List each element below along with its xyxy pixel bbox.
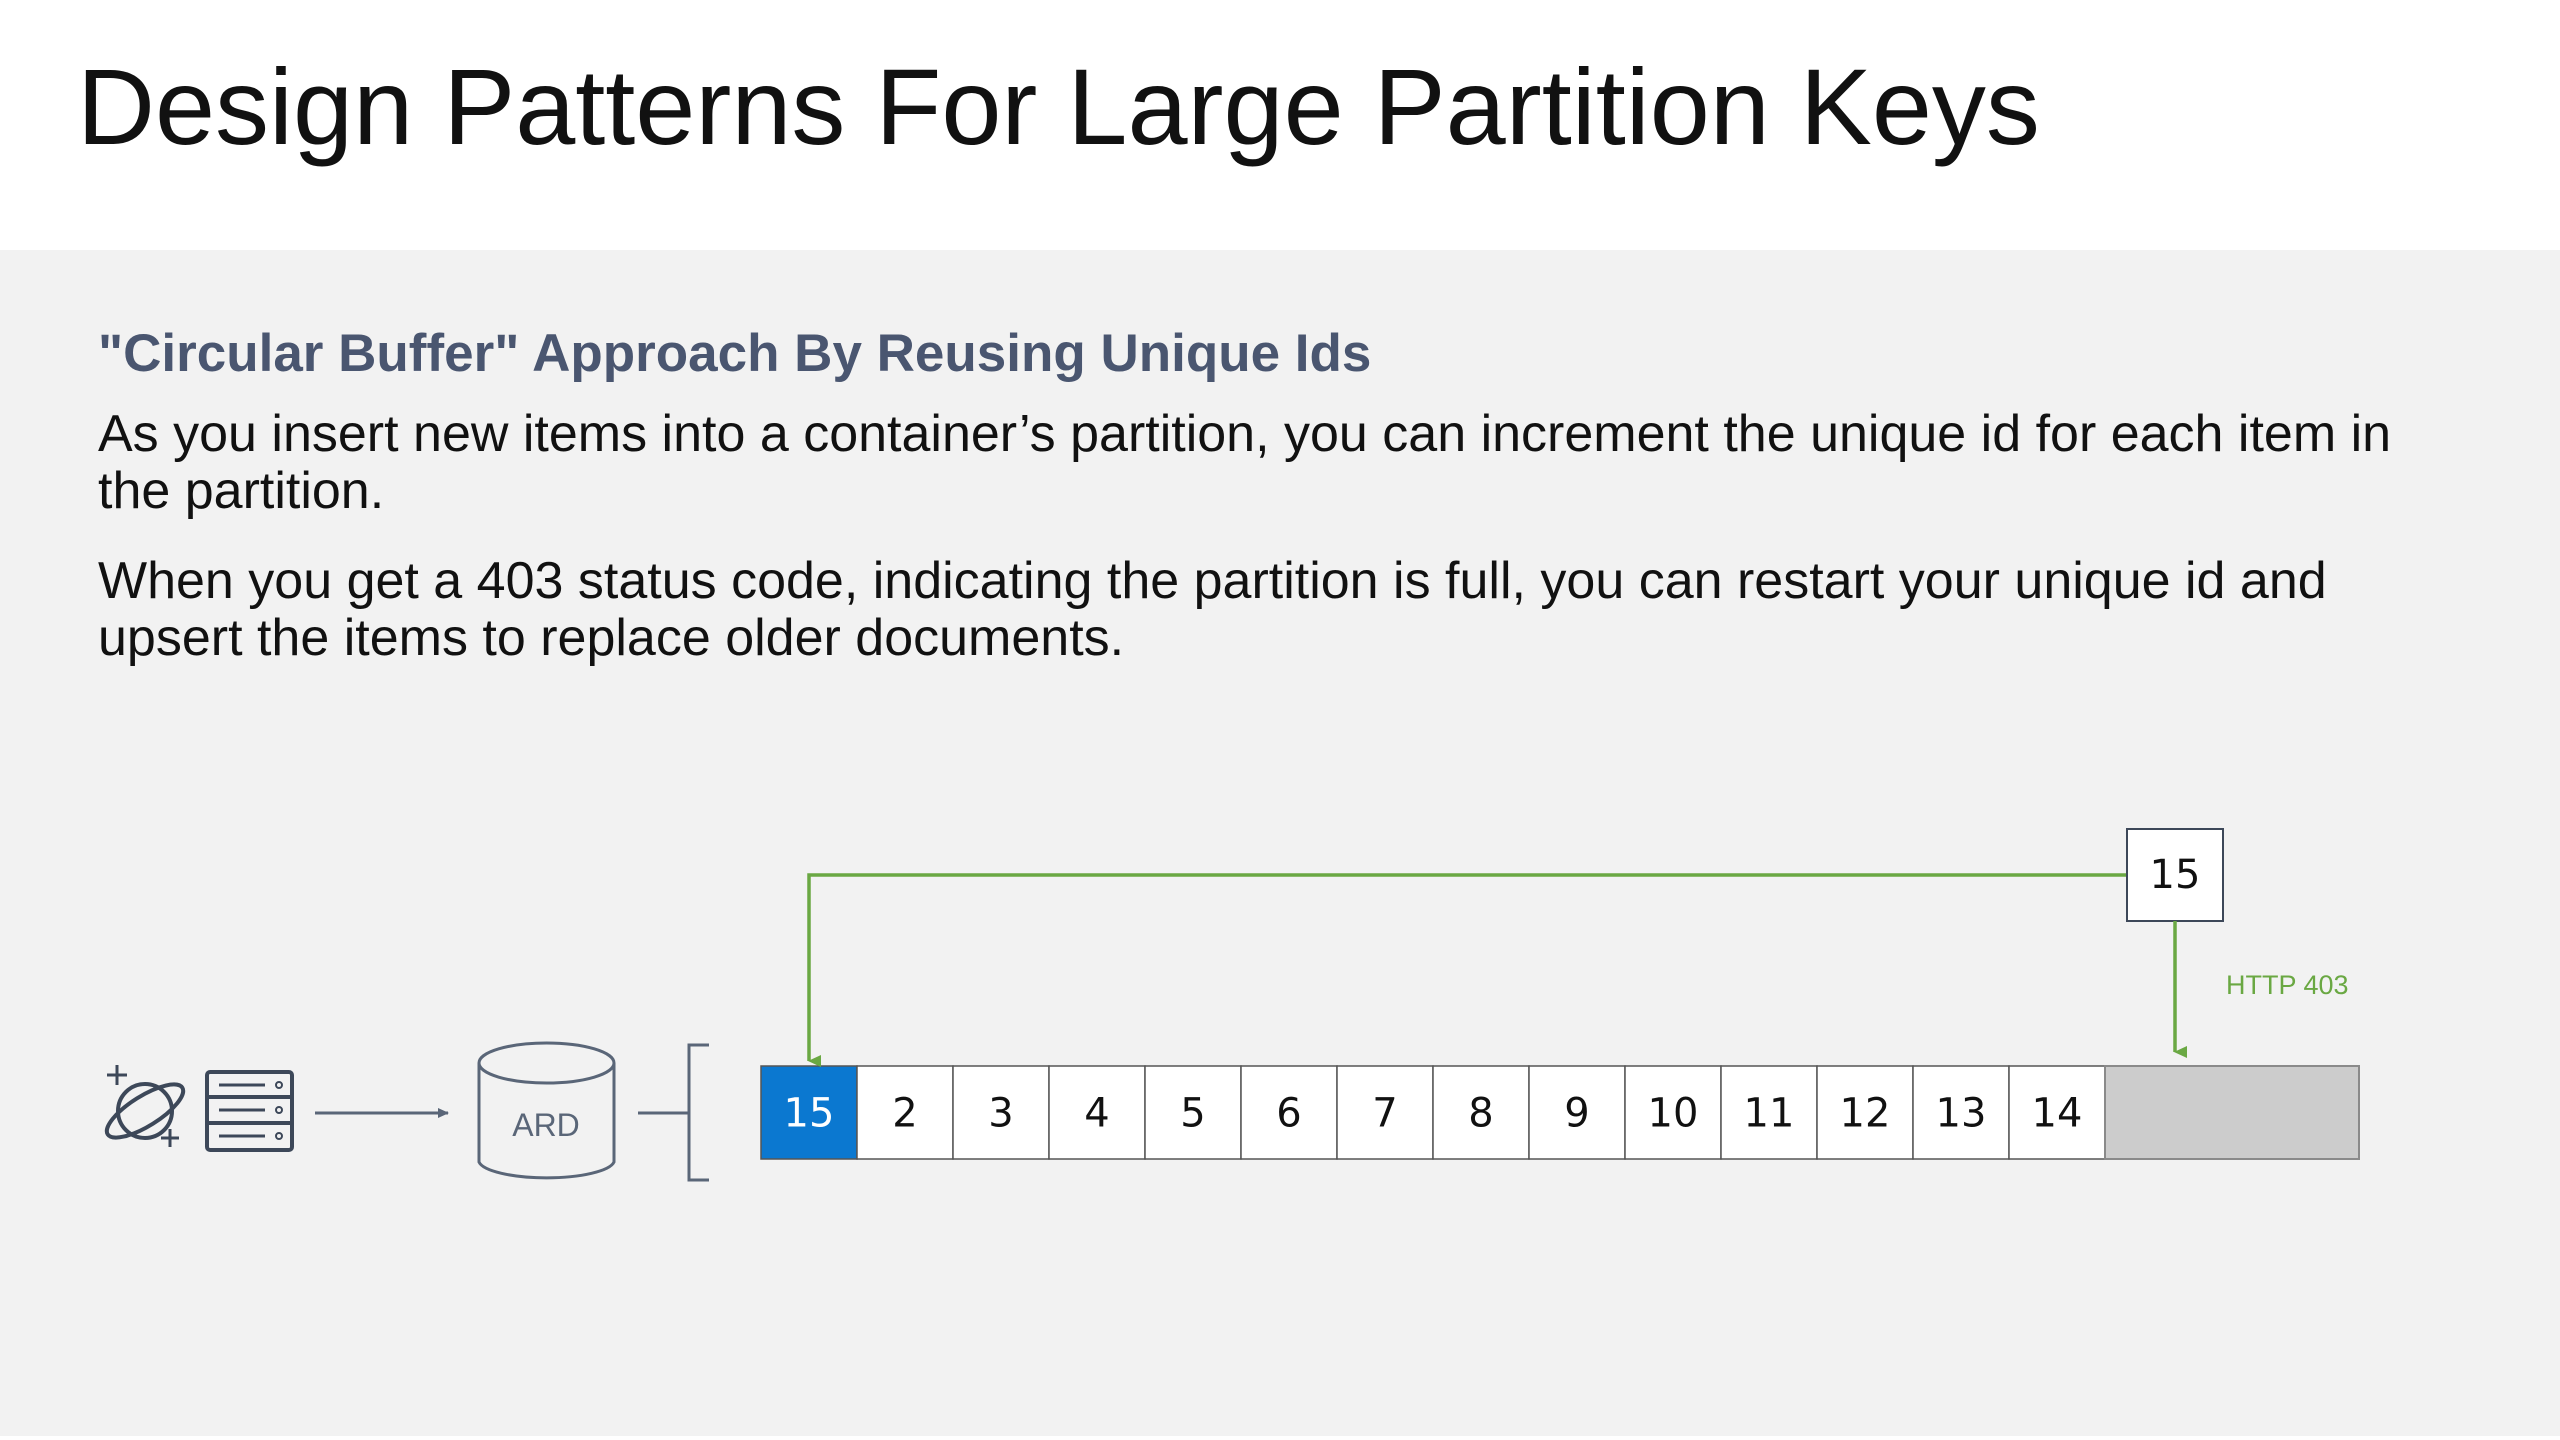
incoming-item-box xyxy=(2126,828,2224,922)
partition-cell xyxy=(1528,1065,1626,1160)
partition-cell-highlighted xyxy=(760,1065,858,1160)
partition-cell-label: 11 xyxy=(1744,1091,1795,1137)
reuse-id-arrow xyxy=(807,873,2127,1067)
partition-bracket xyxy=(687,1043,709,1182)
paragraph-increment-id: As you insert new items into a container… xyxy=(98,405,2392,520)
partition-cell-label: 6 xyxy=(1276,1091,1301,1137)
partition-cell-label: 7 xyxy=(1372,1091,1397,1137)
paragraph-403-restart: When you get a 403 status code, indicati… xyxy=(98,552,2327,667)
partition-cell-label: 12 xyxy=(1840,1091,1891,1137)
partition-cells: 15 2 3 4 5 6 7 8 9 10 11 12 13 14 xyxy=(760,1065,2106,1160)
partition-cell-label: 9 xyxy=(1564,1091,1589,1137)
cosmos-planet-icon xyxy=(104,1065,186,1147)
partition-cell-label: 2 xyxy=(892,1091,917,1137)
database-label: ARD xyxy=(512,1107,580,1143)
partition-cell-label: 13 xyxy=(1936,1091,1987,1137)
slide-title: Design Patterns For Large Partition Keys xyxy=(77,46,2040,167)
database-cylinder-icon xyxy=(477,1041,616,1180)
http-403-label: HTTP 403 xyxy=(2226,970,2349,1000)
partition-cell-label: 14 xyxy=(2032,1091,2083,1137)
partition-cell-label: 15 xyxy=(784,1091,835,1137)
partition-full-slot xyxy=(2104,1065,2360,1160)
server-icon xyxy=(205,1070,294,1152)
partition-cell-label: 4 xyxy=(1084,1091,1109,1137)
partition-cell xyxy=(1144,1065,1242,1160)
section-subtitle: "Circular Buffer" Approach By Reusing Un… xyxy=(98,324,1372,383)
partition-cell xyxy=(1048,1065,1146,1160)
partition-cell-label: 8 xyxy=(1468,1091,1493,1137)
slide-header: Design Patterns For Large Partition Keys xyxy=(0,0,2560,250)
partition-cell-label: 10 xyxy=(1648,1091,1699,1137)
partition-cell xyxy=(1624,1065,1722,1160)
partition-cell xyxy=(1912,1065,2010,1160)
incoming-item-label: 15 xyxy=(2150,852,2201,898)
partition-cell-label: 5 xyxy=(1180,1091,1205,1137)
partition-cell-label: 3 xyxy=(988,1091,1013,1137)
partition-cell xyxy=(952,1065,1050,1160)
partition-cell xyxy=(856,1065,954,1160)
slide-bottom-border xyxy=(0,1436,2560,1440)
partition-cell xyxy=(1240,1065,1338,1160)
